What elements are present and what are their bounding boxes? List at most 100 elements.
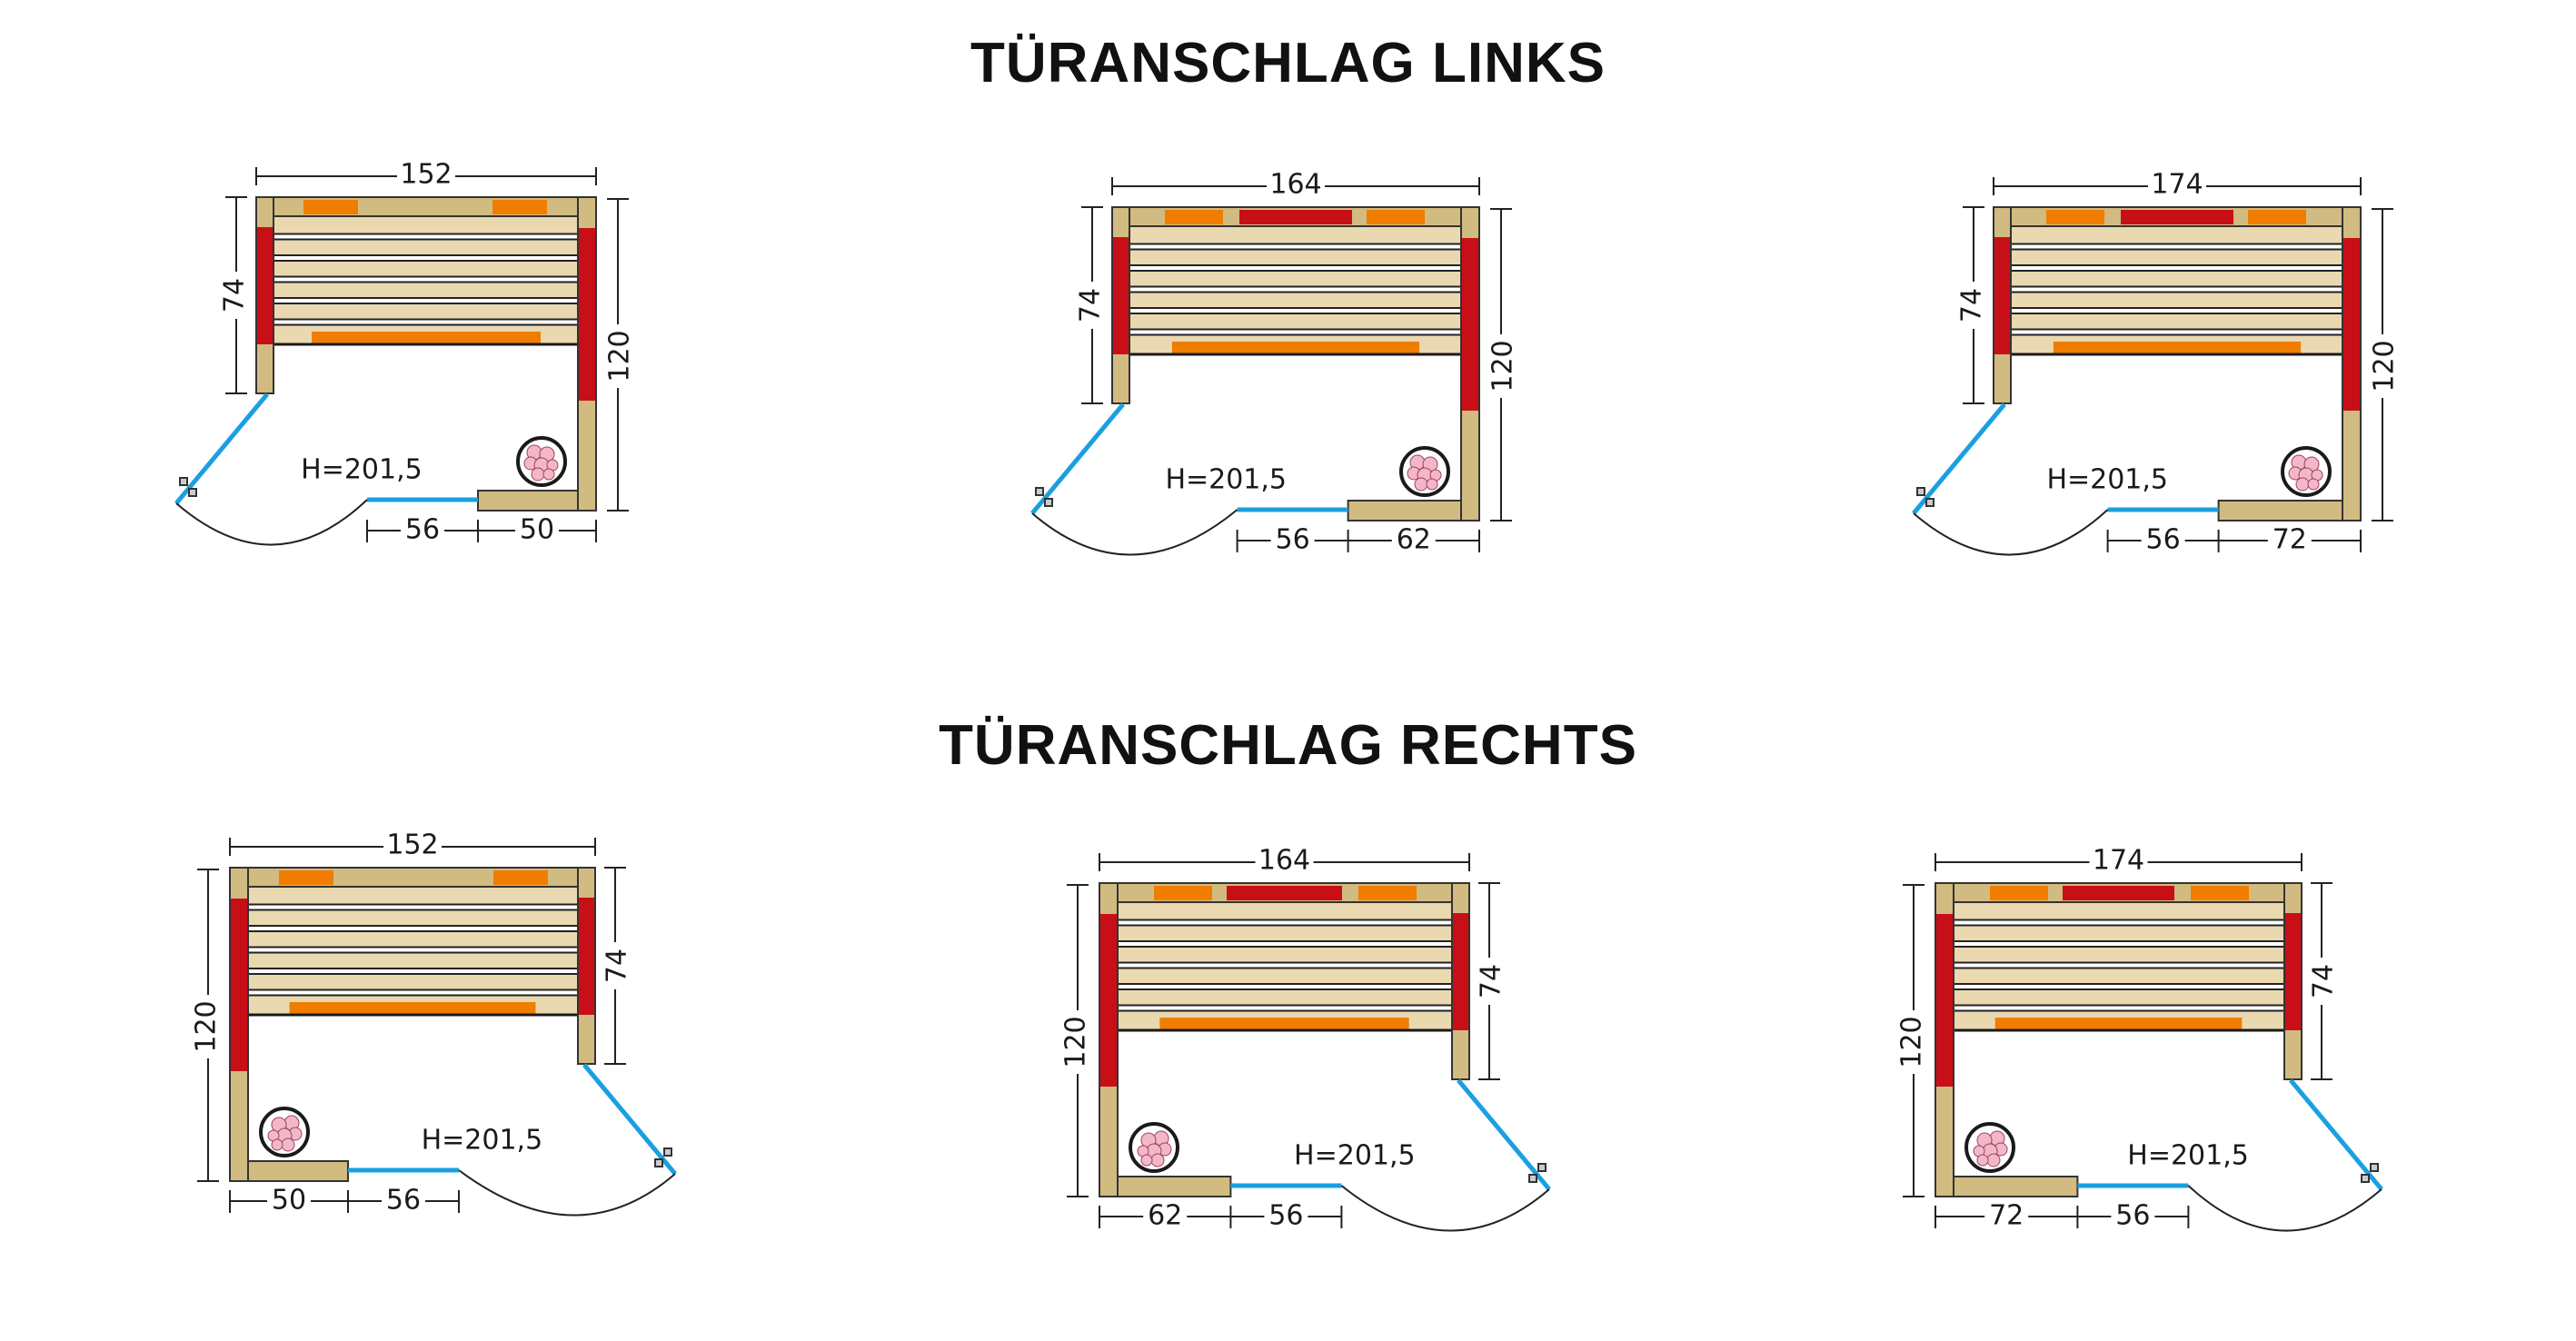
dimension-label-bg — [382, 1186, 425, 1217]
glass-door — [1030, 402, 1125, 515]
door-hinge-icon — [654, 1158, 663, 1167]
heater-panel-bench — [1994, 1018, 2243, 1030]
heater-panel-side — [1100, 914, 1117, 1087]
dimension-label-bg — [1264, 1201, 1308, 1232]
bench-slat-gap — [273, 318, 579, 326]
glass-door — [2289, 1078, 2383, 1191]
bench-slat-gap — [2010, 264, 2343, 272]
dimension-label-bg — [2089, 845, 2148, 878]
dimension-door-label: 56 — [2115, 1200, 2150, 1232]
dimension-label-bg — [397, 159, 455, 192]
dimension-label-bg — [1485, 334, 1519, 398]
heater-panel-side — [257, 227, 273, 344]
dimension-door-label: 56 — [1276, 524, 1310, 556]
dimension-label-bg — [2141, 525, 2185, 556]
dimension-label-bg — [602, 324, 636, 388]
front-wall — [1953, 1176, 2079, 1197]
height-label: H=201,5 — [1165, 464, 1287, 496]
door-hinge-icon — [179, 477, 188, 486]
dimension-width-label: 174 — [2093, 845, 2144, 877]
dimension-bench-depth-label: 74 — [1956, 288, 1988, 323]
bench-slat-gap — [1129, 285, 1462, 293]
heater-panel-side — [2343, 238, 2360, 411]
heater-panel-back — [493, 870, 548, 885]
bench-slat-gap — [1953, 919, 2285, 927]
dimension-depth-label: 120 — [604, 330, 636, 382]
dimension-label-bg — [1473, 958, 1506, 1005]
stone-icon — [271, 1138, 283, 1151]
stone-icon — [281, 1137, 295, 1152]
heater-panel-bench — [1159, 1018, 1409, 1030]
stone-icon — [542, 468, 555, 481]
bench-slat-gap — [1117, 1004, 1453, 1012]
bench-slat-gap — [247, 925, 579, 932]
heater-panel-bench — [2053, 342, 2302, 354]
dimension-front-wall-label: 50 — [520, 514, 554, 546]
dimension-label-bg — [1895, 1010, 1930, 1074]
heater-panel-back — [1358, 886, 1417, 900]
dimension-front-wall-label: 72 — [1989, 1200, 2024, 1232]
front-wall — [247, 1160, 349, 1182]
height-label: H=201,5 — [301, 454, 423, 486]
height-label: H=201,5 — [2046, 464, 2168, 496]
dimension-front-wall-label: 50 — [272, 1185, 306, 1217]
front-wall — [477, 490, 579, 512]
dimension-label-bg — [1143, 1201, 1188, 1232]
dimension-label-bg — [267, 1186, 311, 1217]
bench-slat-gap — [1953, 940, 2285, 948]
glass-door — [174, 392, 269, 505]
door-swing-arc — [1913, 509, 2109, 556]
height-label: H=201,5 — [1294, 1140, 1416, 1172]
door-hinge-icon — [1925, 498, 1934, 507]
dimension-width-label: 174 — [2151, 169, 2203, 201]
dimension-label-bg — [1957, 282, 1990, 329]
door-swing-arc — [1340, 1185, 1550, 1232]
heater-panel-side — [1113, 237, 1129, 354]
dimension-label-bg — [1391, 525, 1436, 556]
heater-panel-bench — [289, 1002, 536, 1015]
heater-panel-back — [1165, 210, 1223, 224]
dimension-front-wall-label: 62 — [1148, 1200, 1182, 1232]
dimension-label-bg — [220, 272, 253, 319]
stone-icon — [1150, 1153, 1165, 1167]
dimension-width-label: 152 — [386, 829, 438, 861]
heater-panel-side — [579, 898, 594, 1015]
door-hinge-icon — [2361, 1174, 2370, 1183]
dimension-label-bg — [2305, 958, 2338, 1005]
door-swing-arc — [2187, 1185, 2382, 1232]
height-label: H=201,5 — [422, 1125, 543, 1157]
dimension-label-bg — [2111, 1201, 2155, 1232]
dimension-bench-depth-label: 74 — [1075, 288, 1107, 323]
door-hinge-icon — [663, 1147, 672, 1157]
dimension-label-bg — [1059, 1010, 1094, 1074]
bench-slat-gap — [1129, 307, 1462, 314]
dimension-depth-label: 120 — [1487, 340, 1519, 392]
door-hinge-icon — [188, 488, 197, 497]
bench-slat-gap — [2010, 307, 2343, 314]
stone-icon — [1414, 477, 1428, 492]
heater-panel-back — [2248, 210, 2306, 224]
dimension-width-label: 164 — [1269, 169, 1321, 201]
glass-door — [1457, 1078, 1551, 1191]
dimension-label-bg — [515, 515, 559, 546]
bench-slat-gap — [247, 903, 579, 911]
heater-panel-side — [579, 228, 595, 401]
heater-panel-bench — [312, 332, 541, 344]
stone-icon — [2295, 477, 2310, 492]
bench-slat-gap — [273, 297, 579, 304]
door-swing-arc — [1031, 509, 1238, 556]
door-hinge-icon — [1044, 498, 1053, 507]
stone-icon — [2307, 478, 2320, 491]
dimension-label-bg — [1984, 1201, 2029, 1232]
bench-slat-gap — [247, 968, 579, 975]
heater-panel-side — [231, 899, 247, 1071]
stone-icon — [1986, 1153, 2001, 1167]
bench-slat-gap — [1129, 243, 1462, 251]
stone-icon — [531, 467, 545, 482]
dimension-depth-label: 120 — [2369, 340, 2401, 392]
bench-slat-gap — [1117, 961, 1453, 969]
dimension-door-label: 56 — [2146, 524, 2181, 556]
bench-slat-gap — [247, 988, 579, 997]
bench-slat-gap — [1953, 1004, 2285, 1012]
dimension-label-bg — [383, 829, 442, 862]
